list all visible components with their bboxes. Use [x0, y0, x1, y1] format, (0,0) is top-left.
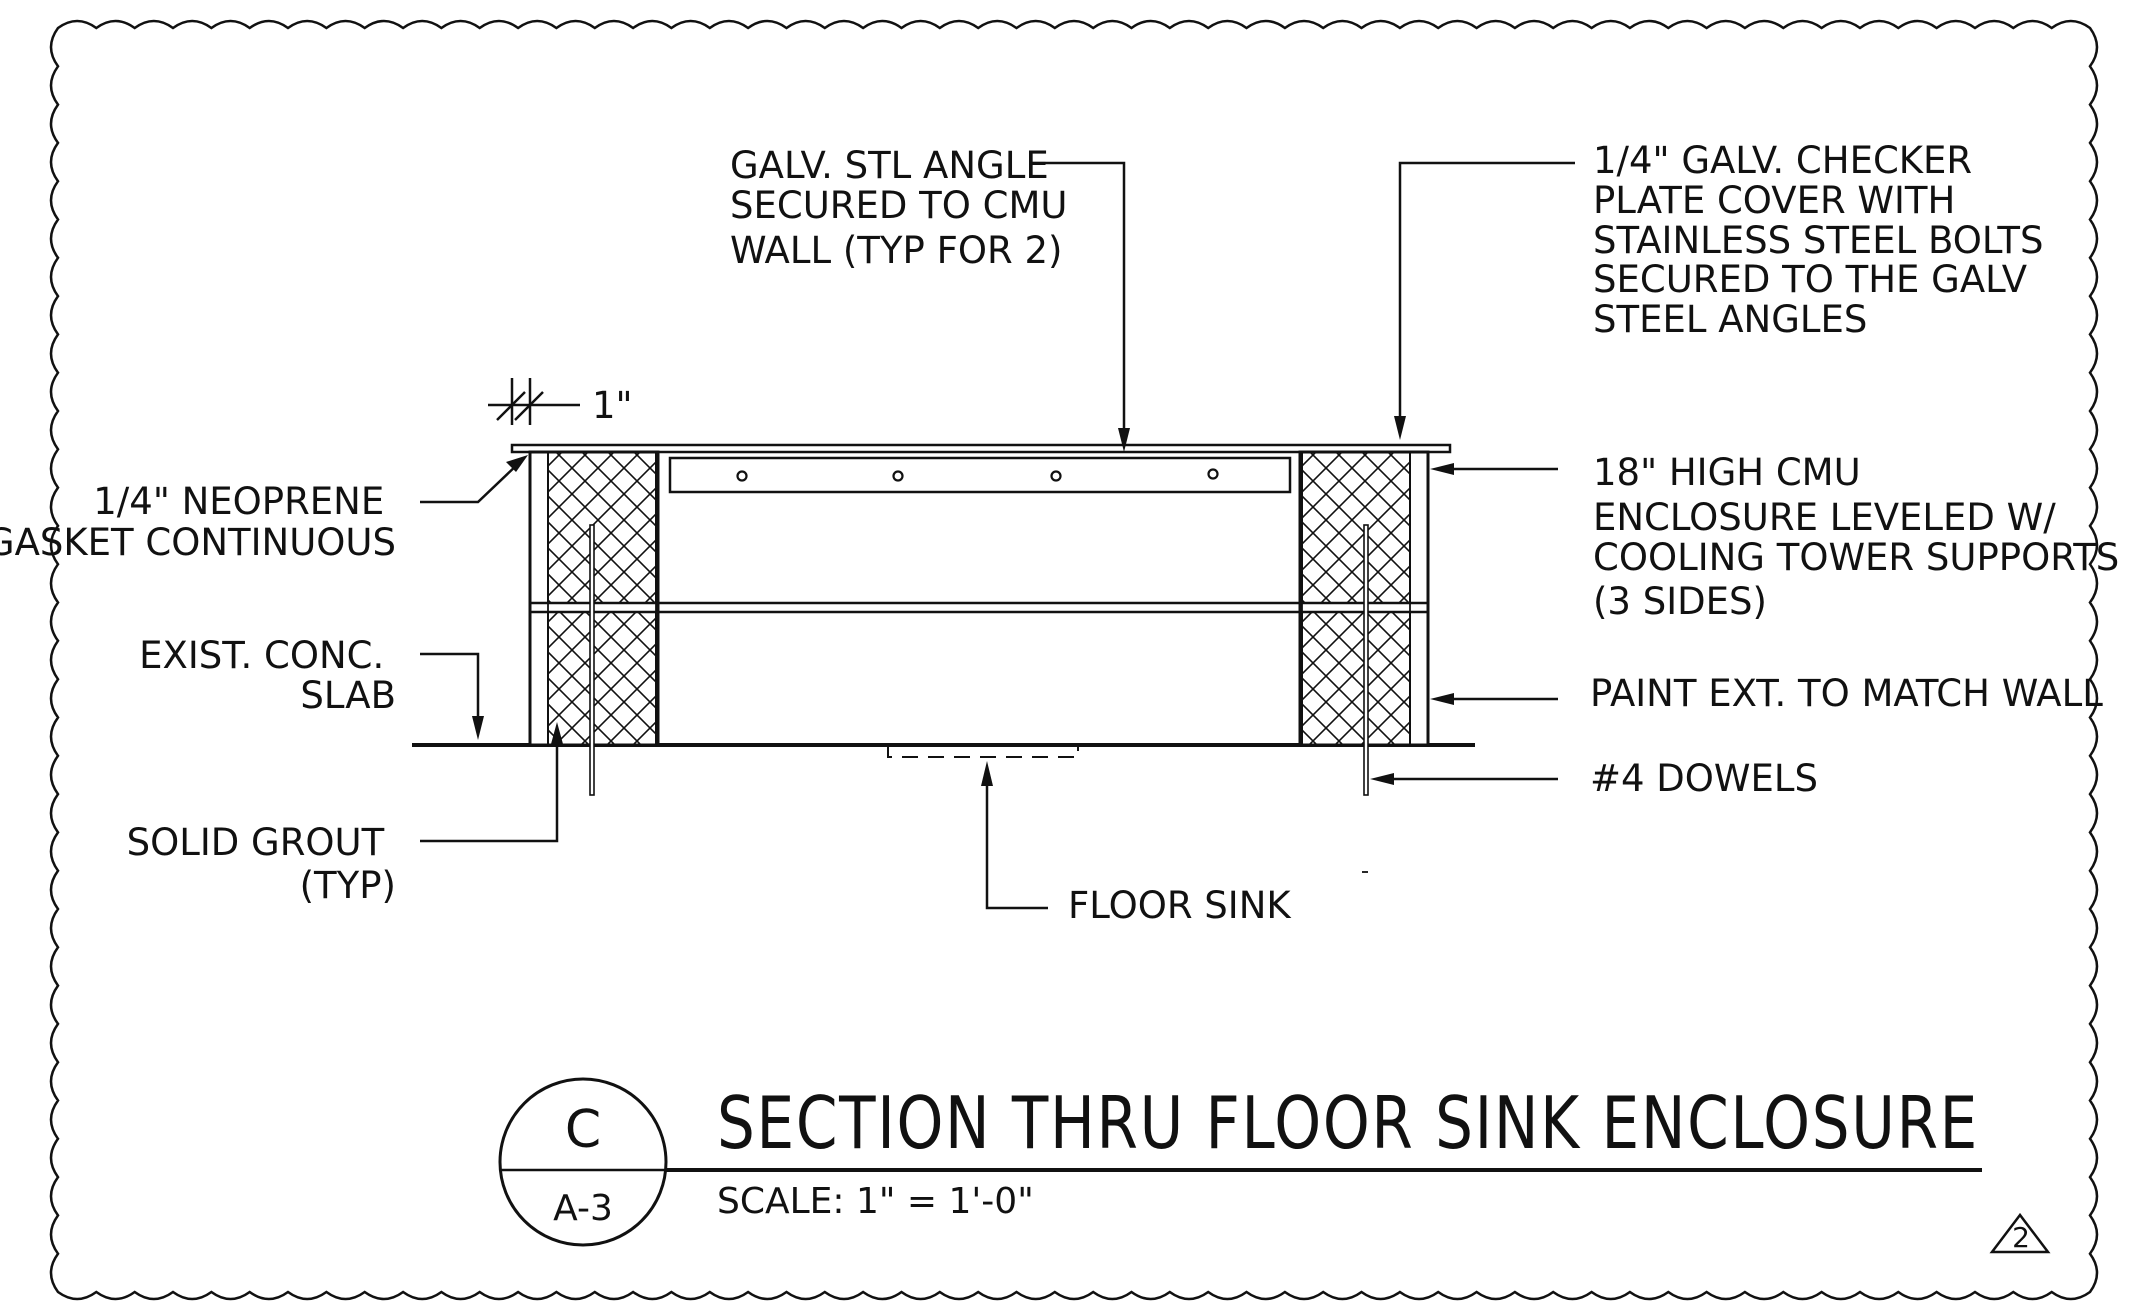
- revision-triangle-icon: 2: [1989, 1212, 2051, 1254]
- revision-number: 2: [2012, 1221, 2030, 1254]
- drawing-title: SECTION THRU FLOOR SINK ENCLOSURE: [717, 1081, 1979, 1165]
- leader-floor-sink: [981, 761, 1048, 910]
- scale-note: SCALE: 1" = 1'-0": [717, 1181, 1034, 1222]
- leader-cmu-enclosure: [1430, 463, 1558, 475]
- neoprene-label: 1/4" NEOPRENE GASKET CONTINUOUS: [0, 480, 396, 564]
- bolt-icon: [736, 470, 748, 482]
- leader-neoprene: [420, 455, 528, 504]
- dimension-label: 1": [592, 384, 633, 427]
- floor-sink-outline: [887, 745, 1079, 758]
- checker-plate-label: 1/4" GALV. CHECKER PLATE COVER WITH STAI…: [1593, 139, 2055, 341]
- leader-galv-angle: [1030, 161, 1130, 452]
- bolt-icon: [1207, 468, 1219, 480]
- detail-bubble: C A-3: [498, 1077, 668, 1247]
- leader-dowels: [1370, 773, 1558, 785]
- detail-letter: C: [565, 1100, 601, 1160]
- course-joint: [530, 601, 1428, 614]
- bolt-icon: [1050, 470, 1062, 482]
- leader-paint: [1430, 693, 1558, 705]
- grout-label: SOLID GROUT (TYP): [127, 821, 396, 907]
- bolt-icon: [892, 470, 904, 482]
- dimension-1-inch: 1": [488, 378, 633, 427]
- galv-angle-label: GALV. STL ANGLE SECURED TO CMU WALL (TYP…: [730, 144, 1079, 272]
- leader-checker-plate: [1394, 161, 1575, 440]
- dowels-label: #4 DOWELS: [1590, 757, 1818, 800]
- cmu-enclosure-label: 18" HIGH CMU ENCLOSURE LEVELED W/ COOLIN…: [1593, 451, 2131, 623]
- revision-cloud-border: [49, 19, 2099, 1301]
- floor-sink-label: FLOOR SINK: [1068, 884, 1292, 927]
- leader-conc-slab: [420, 652, 484, 740]
- checker-plate-cover: [510, 443, 1452, 454]
- galv-steel-angle: [668, 456, 1292, 494]
- dowels: [589, 524, 1369, 796]
- leader-grout: [420, 722, 563, 843]
- sheet-number: A-3: [553, 1188, 613, 1229]
- conc-slab-label: EXIST. CONC. SLAB: [139, 634, 396, 717]
- paint-label: PAINT EXT. TO MATCH WALL: [1590, 672, 2103, 715]
